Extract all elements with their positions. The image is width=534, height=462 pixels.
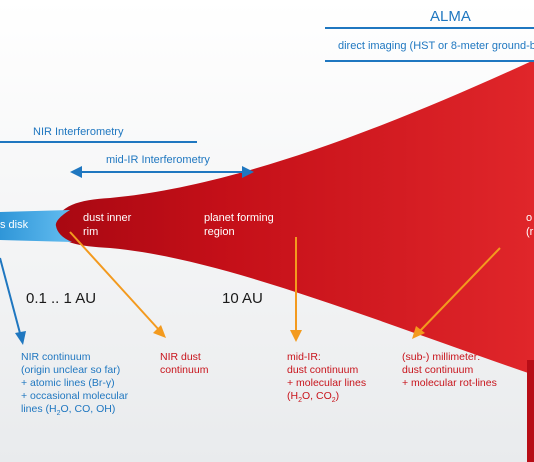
mid-ir-line2: dust continuum bbox=[287, 364, 359, 376]
submm-arrow bbox=[412, 247, 501, 339]
mid-ir-line1: mid-IR: bbox=[287, 351, 321, 363]
mid-ir-description: mid-IR: dust continuum + molecular lines… bbox=[287, 351, 366, 407]
mid-ir-interferometry-arrow bbox=[70, 166, 254, 178]
submm-description: (sub-) millimeter: dust continuum + mole… bbox=[402, 351, 497, 390]
dust-disk-cone bbox=[52, 60, 534, 375]
alma-label: ALMA bbox=[430, 8, 471, 25]
gas-disk-label: s disk bbox=[0, 219, 29, 231]
nir-continuum-title: NIR continuum bbox=[21, 351, 91, 363]
nir-continuum-line5: lines (H2O, CO, OH) bbox=[21, 403, 116, 418]
nir-continuum-line4: + occasional molecular bbox=[21, 390, 129, 402]
outer-disk-edge bbox=[527, 360, 534, 462]
planet-forming-region-label: planet forming region bbox=[204, 212, 274, 238]
submm-line3: + molecular rot-lines bbox=[402, 377, 497, 389]
nir-continuum-line3: + atomic lines (Br-γ) bbox=[21, 377, 115, 389]
outer-region-label-line1: o bbox=[526, 212, 533, 224]
nir-continuum-description: NIR continuum (origin unclear so far) + … bbox=[21, 351, 128, 420]
nir-dust-arrow bbox=[69, 231, 166, 338]
outer-region-label-line2: (r bbox=[526, 226, 534, 238]
nir-dust-description: NIR dust continuum bbox=[160, 351, 209, 376]
nir-continuum-arrow bbox=[0, 257, 26, 345]
inner-distance-label: 0.1 .. 1 AU bbox=[26, 290, 97, 307]
gas-disk bbox=[0, 210, 72, 242]
mid-ir-interferometry-label: mid-IR Interferometry bbox=[106, 154, 210, 166]
dust-inner-rim-label: dust inner rim bbox=[83, 212, 132, 238]
submm-line1: (sub-) millimeter: bbox=[402, 351, 481, 363]
nir-continuum-line2: (origin unclear so far) bbox=[21, 364, 121, 376]
direct-imaging-label: direct imaging (HST or 8-meter ground-b bbox=[338, 40, 534, 52]
mid-ir-line4: (H2O, CO2) bbox=[287, 390, 340, 405]
nir-interferometry-label: NIR Interferometry bbox=[33, 126, 124, 138]
submm-line2: dust continuum bbox=[402, 364, 474, 376]
mid-distance-label: 10 AU bbox=[222, 290, 263, 307]
mid-ir-line3: + molecular lines bbox=[287, 377, 367, 389]
mid-ir-arrow bbox=[290, 237, 302, 342]
